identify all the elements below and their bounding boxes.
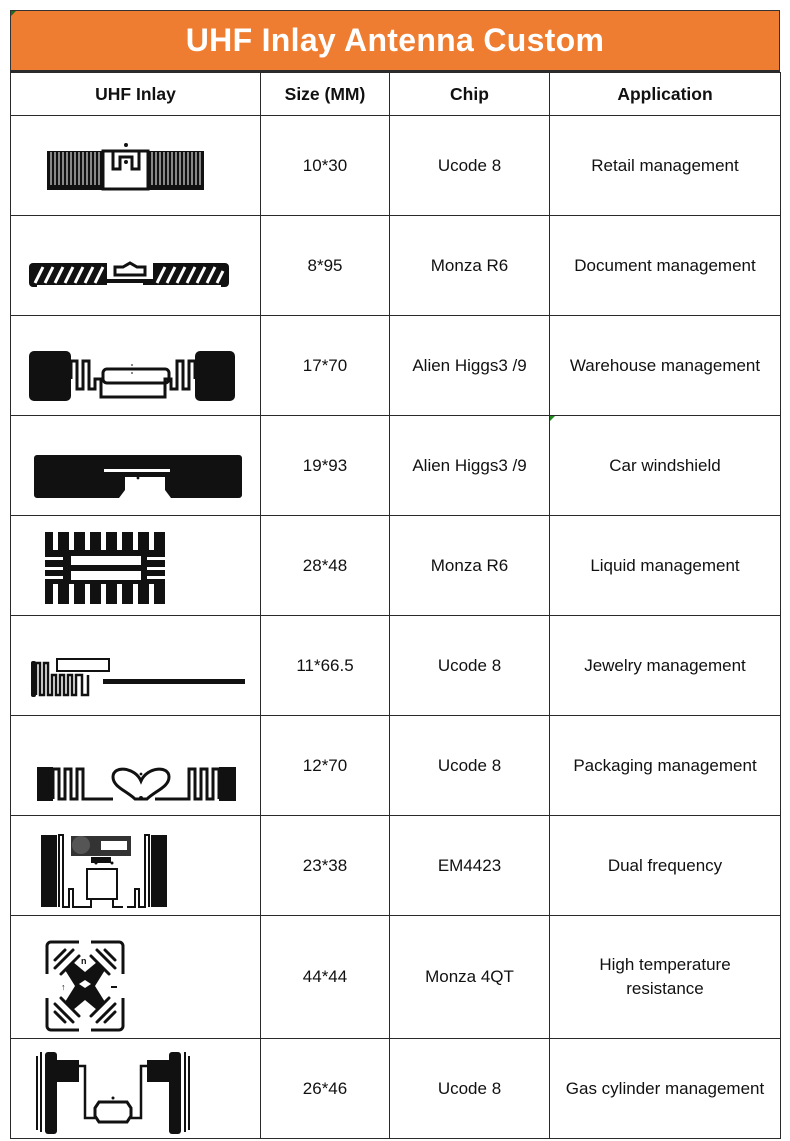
page-title: UHF Inlay Antenna Custom [185, 22, 605, 58]
inlay-image-cell [10, 115, 261, 216]
application-cell: Retail management [549, 115, 781, 216]
table-row: 23*38 EM4423 Dual frequency [10, 815, 781, 916]
table-row: 17*70 Alien Higgs3 /9 Warehouse manageme… [10, 315, 781, 416]
svg-text:↑: ↑ [61, 982, 66, 992]
table-row: 26*46 Ucode 8 Gas cylinder management [10, 1038, 781, 1139]
chip-cell: Ucode 8 [389, 1038, 550, 1139]
chip-cell: EM4423 [389, 815, 550, 916]
wet-inlay-dense-comb-antenna-icon [47, 142, 204, 190]
application-cell: Document management [549, 215, 781, 316]
inlay-image-cell [10, 815, 261, 916]
cell-comment-marker [550, 416, 555, 421]
column-header-size: Size (MM) [260, 72, 390, 116]
solid-windshield-bar-antenna-icon [34, 454, 242, 498]
table-row: 28*48 Monza R6 Liquid management [10, 515, 781, 616]
table-row: 12*70 Ucode 8 Packaging management [10, 715, 781, 816]
inlay-image-cell [10, 515, 261, 616]
chip-cell: Monza R6 [389, 215, 550, 316]
chip-cell: Ucode 8 [389, 615, 550, 716]
application-line-1: High temperature [599, 955, 731, 974]
size-cell: 23*38 [260, 815, 390, 916]
table-row: 19*93 Alien Higgs3 /9 Car windshield [10, 415, 781, 516]
size-cell: 44*44 [260, 915, 390, 1039]
table-row: 10*30 Ucode 8 Retail management [10, 115, 781, 216]
inlay-table: UHF Inlay Size (MM) Chip Application [10, 72, 781, 1139]
inlay-image-cell [10, 315, 261, 416]
cell-marker [11, 11, 16, 16]
inlay-image-cell [10, 215, 261, 316]
size-cell: 12*70 [260, 715, 390, 816]
table-header-row: UHF Inlay Size (MM) Chip Application [10, 72, 781, 116]
size-cell: 19*93 [260, 415, 390, 516]
column-header-application: Application [549, 72, 781, 116]
application-cell: Liquid management [549, 515, 781, 616]
slanted-dipole-strip-antenna-icon [29, 260, 229, 289]
inlay-image-cell [10, 415, 261, 516]
title-banner: UHF Inlay Antenna Custom [10, 10, 780, 72]
table-row: n ↑ 44*44 Monza 4QT High temperature res… [10, 915, 781, 1039]
inlay-image-cell [10, 1038, 261, 1139]
chip-cell: Ucode 8 [389, 115, 550, 216]
table-row: 11*66.5 Ucode 8 Jewelry management [10, 615, 781, 716]
chip-cell: Alien Higgs3 /9 [389, 415, 550, 516]
svg-text:n: n [81, 956, 87, 966]
application-cell: Packaging management [549, 715, 781, 816]
cylinder-bracket-antenna-icon [36, 1051, 190, 1134]
long-tail-meander-antenna-icon [31, 657, 245, 697]
chip-cell: Alien Higgs3 /9 [389, 315, 550, 416]
application-cell: Car windshield [549, 415, 781, 516]
application-cell: Gas cylinder management [549, 1038, 781, 1139]
heart-loop-meander-antenna-icon [37, 766, 236, 801]
application-text: Car windshield [609, 455, 721, 475]
inlay-image-cell: n ↑ [10, 915, 261, 1039]
size-cell: 10*30 [260, 115, 390, 216]
size-cell: 11*66.5 [260, 615, 390, 716]
application-cell: Warehouse management [549, 315, 781, 416]
spec-sheet: UHF Inlay Antenna Custom UHF Inlay Size … [10, 10, 781, 1139]
size-cell: 8*95 [260, 215, 390, 316]
comb-grid-antenna-icon [45, 531, 165, 604]
size-cell: 26*46 [260, 1038, 390, 1139]
inlay-image-cell [10, 615, 261, 716]
application-cell: High temperature resistance [549, 915, 781, 1039]
application-line-2: resistance [626, 979, 704, 998]
chip-cell: Monza R6 [389, 515, 550, 616]
inlay-image-cell [10, 715, 261, 816]
meander-pad-dipole-antenna-icon [29, 350, 235, 401]
size-cell: 17*70 [260, 315, 390, 416]
table-row: 8*95 Monza R6 Document management [10, 215, 781, 316]
cross-quad-square-antenna-icon: n ↑ [45, 940, 125, 1032]
application-cell: Dual frequency [549, 815, 781, 916]
size-cell: 28*48 [260, 515, 390, 616]
column-header-chip: Chip [389, 72, 550, 116]
application-cell: Jewelry management [549, 615, 781, 716]
chip-cell: Ucode 8 [389, 715, 550, 816]
column-header-inlay: UHF Inlay [10, 72, 261, 116]
chip-cell: Monza 4QT [389, 915, 550, 1039]
dual-frequency-hf-uhf-antenna-icon [41, 833, 167, 908]
